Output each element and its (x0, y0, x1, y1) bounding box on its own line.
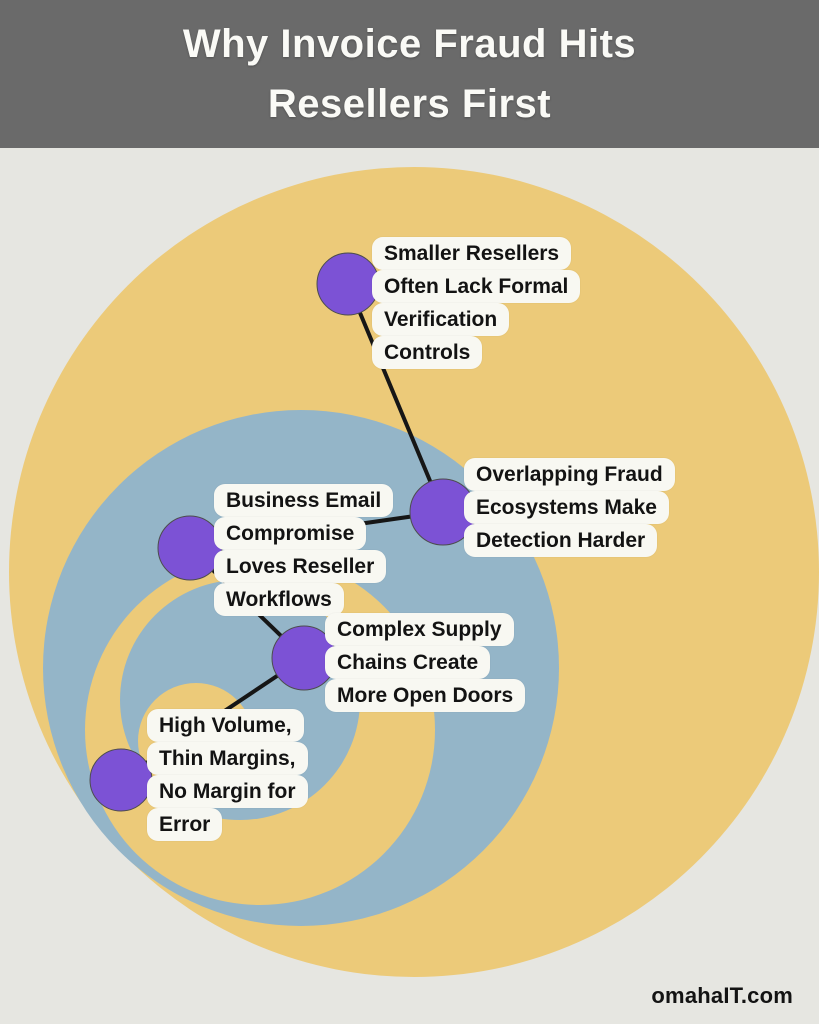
label-line: Ecosystems Make (464, 491, 669, 524)
label-line: Controls (372, 336, 483, 369)
label-line: Workflows (214, 583, 344, 616)
label-line: Chains Create (325, 646, 491, 679)
label-bubble-high-volume: High Volume, Thin Margins, No Margin for… (147, 709, 308, 841)
label-line: Verification (372, 303, 510, 336)
brand-text: omahaIT.com (651, 983, 793, 1008)
label-line: Compromise (214, 517, 367, 550)
label-line: Complex Supply (325, 613, 514, 646)
label-bubble-overlapping-fraud: Overlapping Fraud Ecosystems Make Detect… (464, 458, 675, 557)
label-line: Loves Reseller (214, 550, 387, 583)
label-bubble-business-email: Business Email Compromise Loves Reseller… (214, 484, 394, 616)
label-line: Often Lack Formal (372, 270, 581, 303)
label-line: More Open Doors (325, 679, 526, 712)
label-bubble-smaller-resellers: Smaller Resellers Often Lack Formal Veri… (372, 237, 581, 369)
label-bubble-complex-supply: Complex Supply Chains Create More Open D… (325, 613, 526, 712)
node-dot-5 (89, 748, 153, 812)
label-line: High Volume, (147, 709, 304, 742)
node-dot-3 (157, 515, 223, 581)
label-line: Business Email (214, 484, 394, 517)
label-line: No Margin for (147, 775, 308, 808)
page-title-line1: Why Invoice Fraud Hits (182, 22, 637, 66)
label-line: Smaller Resellers (372, 237, 572, 270)
page-title: Why Invoice Fraud Hits Resellers First (183, 14, 636, 134)
label-line: Overlapping Fraud (464, 458, 675, 491)
label-line: Detection Harder (464, 524, 658, 557)
node-dot-1 (316, 252, 380, 316)
brand-footer: omahaIT.com (0, 983, 793, 1009)
label-line: Error (147, 808, 223, 841)
header-bar: Why Invoice Fraud Hits Resellers First (0, 0, 819, 148)
label-line: Thin Margins, (147, 742, 308, 775)
page-title-line2: Resellers First (267, 82, 552, 126)
